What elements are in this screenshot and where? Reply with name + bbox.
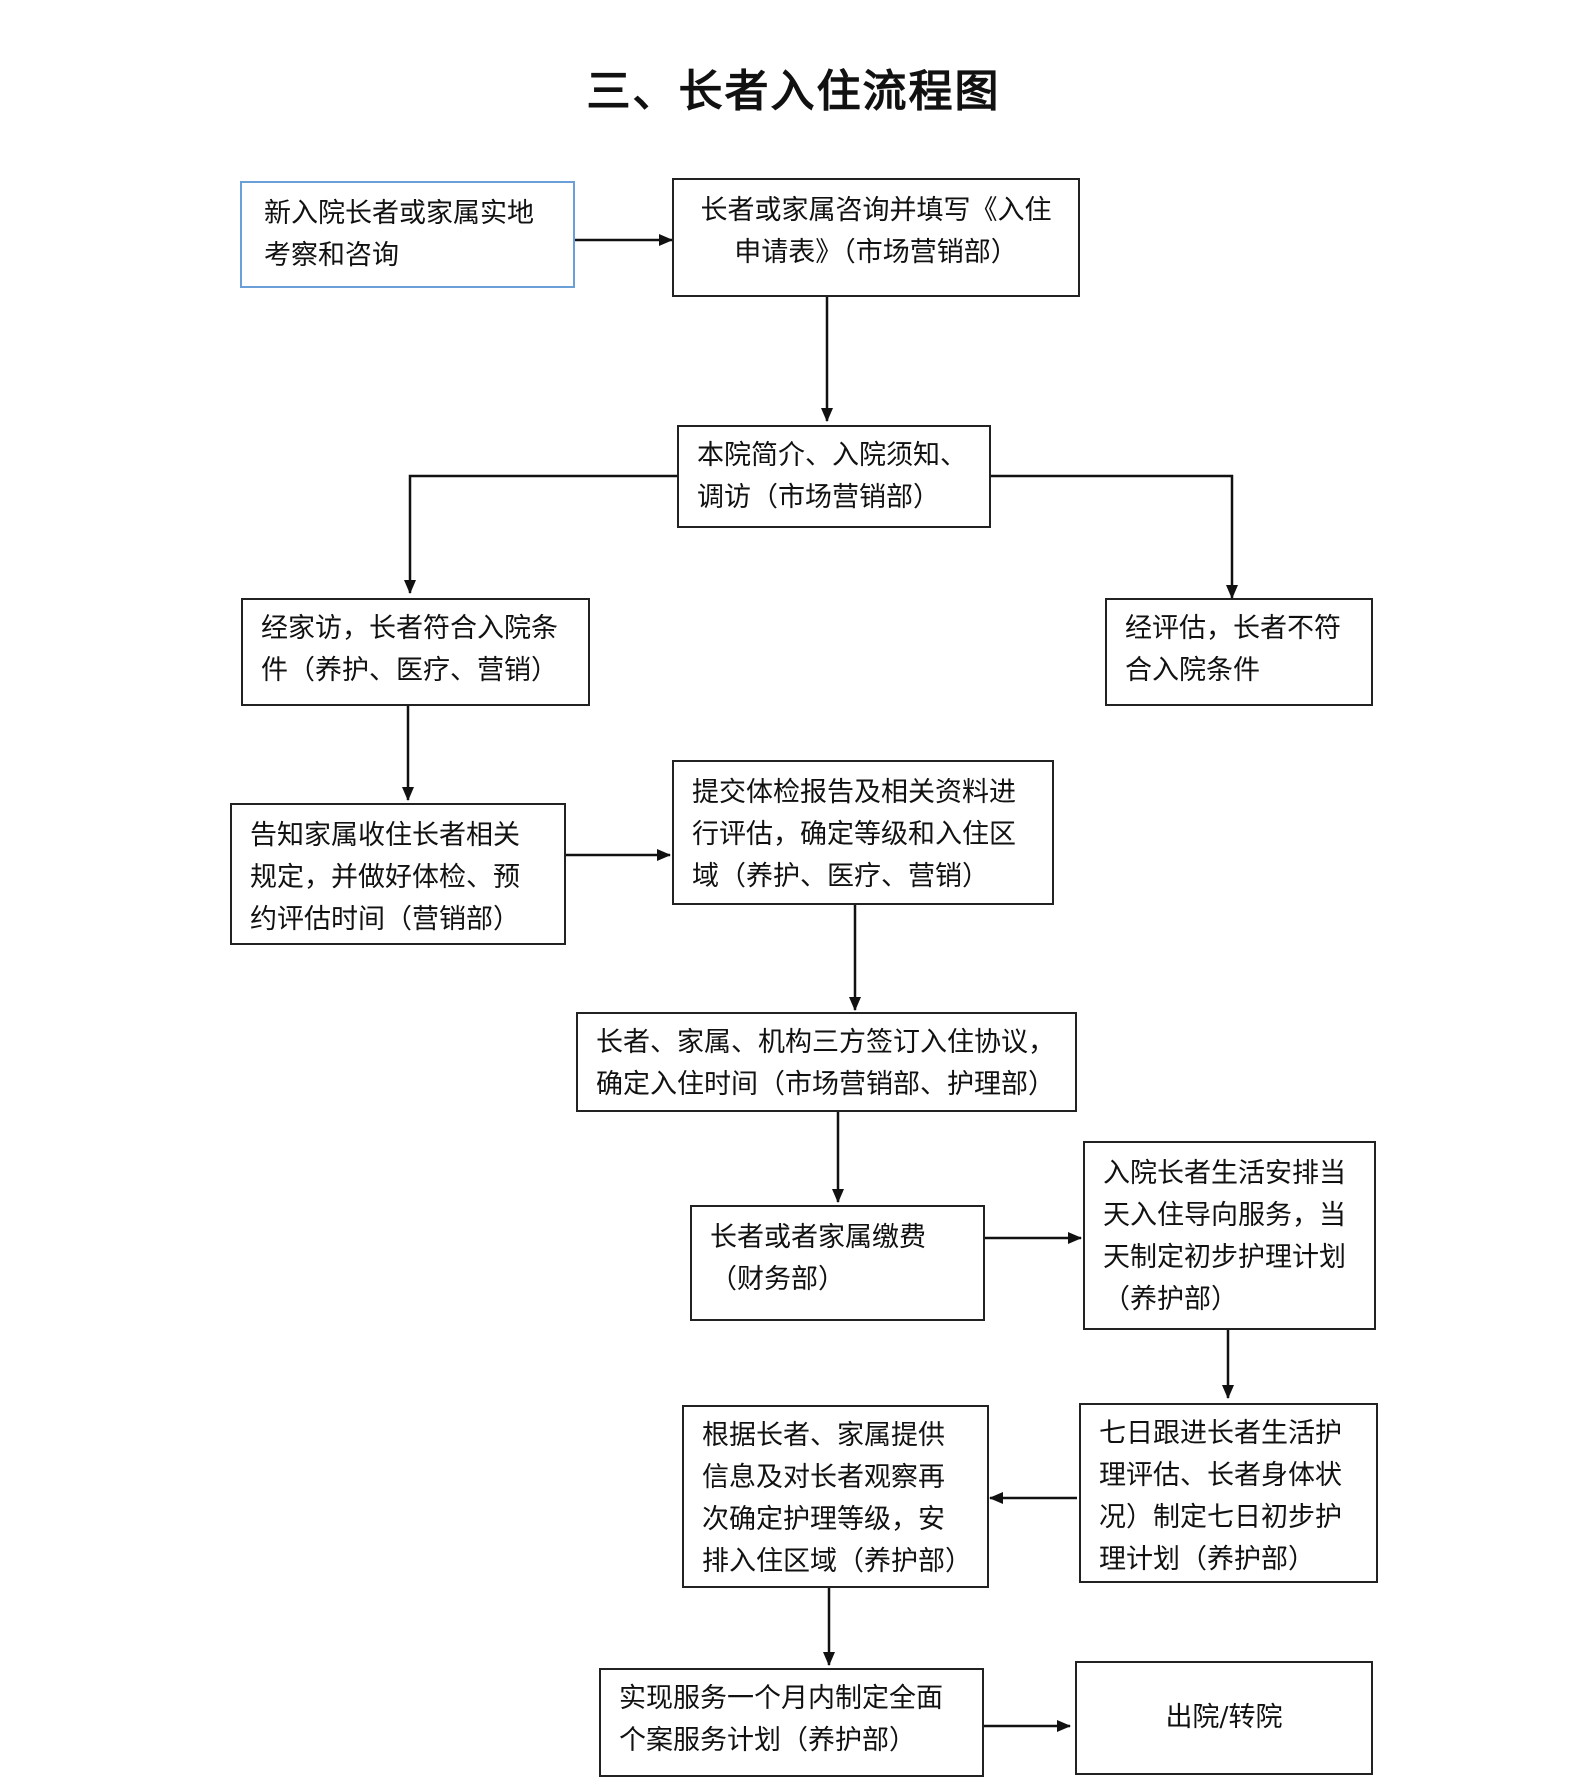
node-sign-agreement: 长者、家属、机构三方签订入住协议，确定入住时间（市场营销部、护理部） [576, 1012, 1077, 1112]
arrow-n3-n5 [990, 474, 1238, 599]
node-living-arrangement: 入院长者生活安排当天入住导向服务，当天制定初步护理计划（养护部） [1083, 1141, 1376, 1330]
node-seven-day-followup: 七日跟进长者生活护理评估、长者身体状况）制定七日初步护理计划（养护部） [1079, 1403, 1378, 1583]
arrow-n3-n4 [404, 474, 677, 594]
node-monthly-plan: 实现服务一个月内制定全面个案服务计划（养护部） [599, 1668, 984, 1777]
node-payment: 长者或者家属缴费（财务部） [690, 1205, 985, 1321]
node-new-elder-visit: 新入院长者或家属实地考察和咨询 [240, 181, 575, 288]
node-consult-application: 长者或家属咨询并填写《入住申请表》（市场营销部） [672, 178, 1080, 297]
node-eligible: 经家访，长者符合入院条件（养护、医疗、营销） [241, 598, 590, 706]
node-not-eligible: 经评估，长者不符合入院条件 [1105, 598, 1373, 706]
node-submit-checkup: 提交体检报告及相关资料进行评估，确定等级和入住区域（养护、医疗、营销） [672, 760, 1054, 905]
node-reconfirm-level: 根据长者、家属提供信息及对长者观察再次确定护理等级，安排入住区域（养护部） [682, 1405, 989, 1588]
node-discharge-transfer: 出院/转院 [1075, 1661, 1373, 1775]
page-title: 三、长者入住流程图 [586, 66, 1001, 117]
node-intro-notice: 本院简介、入院须知、调访（市场营销部） [677, 425, 991, 528]
node-notify-family: 告知家属收住长者相关规定，并做好体检、预约评估时间（营销部） [230, 803, 566, 945]
